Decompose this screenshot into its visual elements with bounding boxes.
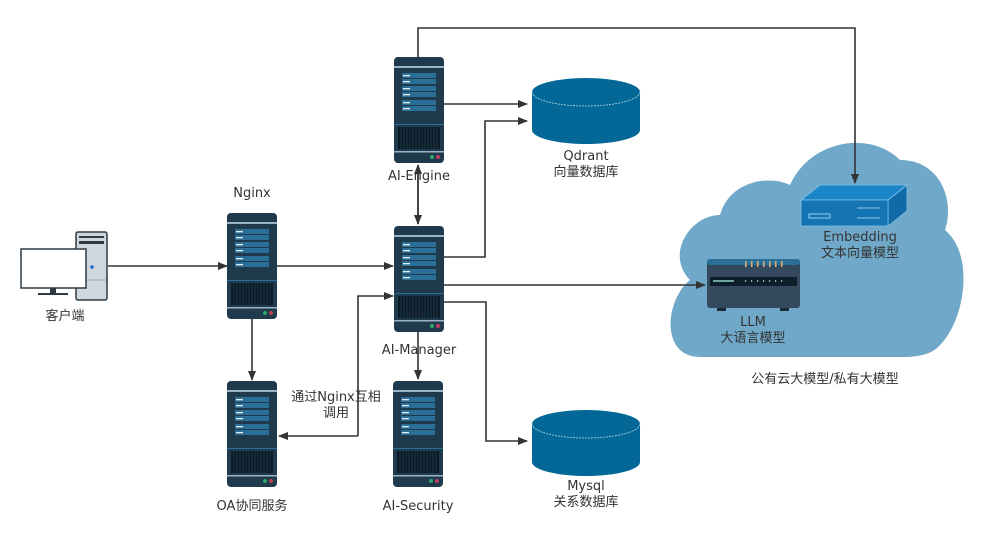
oa-server-icon — [226, 380, 278, 488]
qdrant-label: Qdrant — [563, 149, 609, 164]
llm-sublabel: 大语言模型 — [720, 331, 786, 346]
embedding-device-icon — [799, 184, 909, 227]
llm-device-icon — [707, 259, 800, 311]
edge-oa-manager — [357, 292, 394, 436]
ai-security-server-icon — [392, 380, 444, 488]
nginx-label: Nginx — [233, 186, 271, 201]
oa-label: OA协同服务 — [216, 499, 288, 514]
embedding-sublabel: 文本向量模型 — [820, 246, 899, 261]
edge-manager-qdrant — [443, 117, 528, 258]
mysql-label: Mysql — [567, 479, 605, 494]
ai-engine-label: AI-Engine — [388, 169, 450, 184]
qdrant-sublabel: 向量数据库 — [553, 165, 619, 180]
nginx-server-icon — [226, 212, 278, 320]
nginx-call-note-line1: 通过Nginx互相 — [291, 390, 381, 405]
cloud-label: 公有云大模型/私有大模型 — [751, 372, 899, 387]
ai-engine-server-icon — [393, 56, 445, 164]
mysql-database-icon — [531, 410, 641, 476]
client-label: 客户端 — [45, 309, 85, 324]
ai-security-label: AI-Security — [382, 499, 454, 514]
edge-manager-mysql — [443, 301, 528, 445]
qdrant-database-icon — [531, 78, 641, 144]
llm-label: LLM — [740, 315, 766, 330]
embedding-label: Embedding — [823, 230, 897, 245]
client-computer-icon — [20, 231, 108, 301]
mysql-sublabel: 关系数据库 — [553, 495, 619, 510]
ai-manager-server-icon — [393, 225, 445, 333]
nginx-call-note-line2: 调用 — [322, 406, 349, 421]
edge-engine-embedding — [417, 27, 859, 184]
ai-manager-label: AI-Manager — [381, 343, 457, 358]
